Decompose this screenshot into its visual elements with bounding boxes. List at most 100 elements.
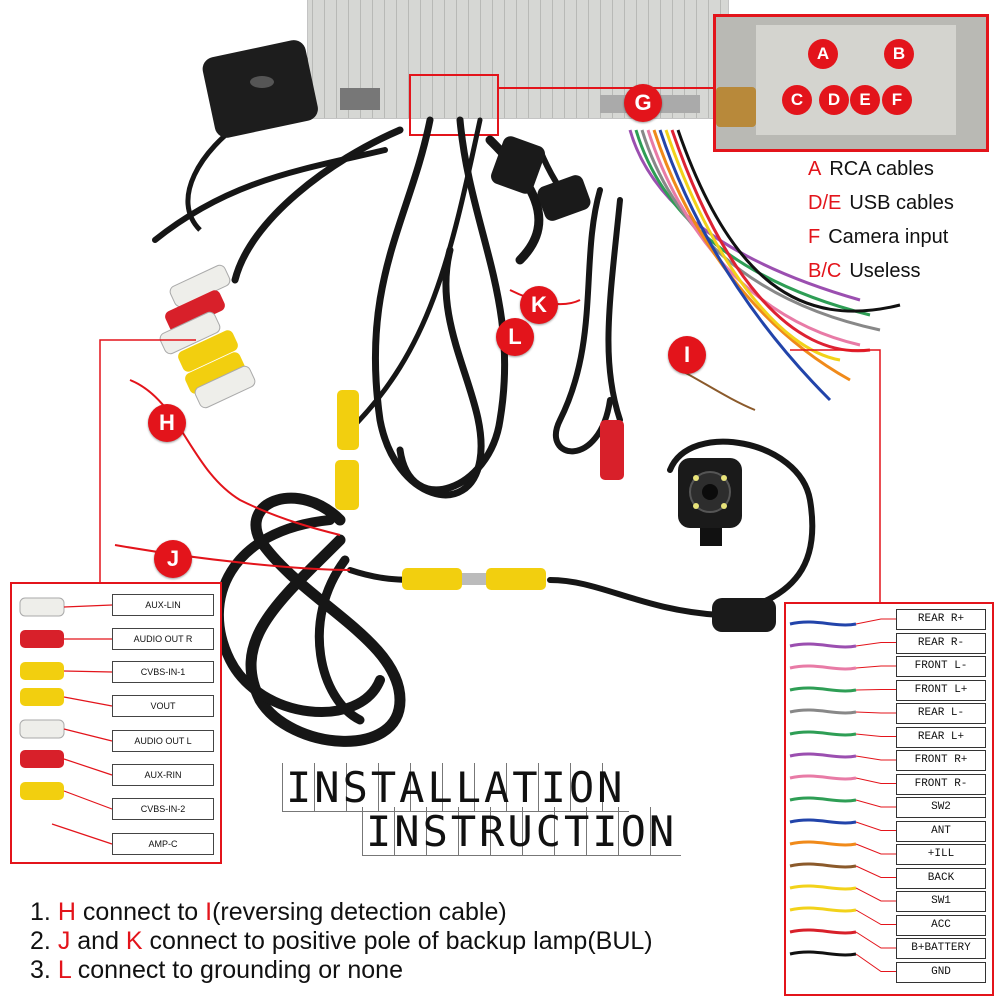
step-code: I xyxy=(205,898,213,926)
wire-leader xyxy=(855,909,896,925)
step-number: 3. xyxy=(30,956,51,984)
wire-leader xyxy=(855,821,896,831)
legend-row: A RCA cables xyxy=(808,158,998,192)
connector-block xyxy=(756,25,956,135)
wire-lead xyxy=(789,928,857,935)
wire-leader xyxy=(855,865,896,878)
wire-leader xyxy=(855,887,896,902)
wire-leader xyxy=(855,953,896,972)
detection-cable xyxy=(679,369,756,411)
wire-lead xyxy=(789,950,857,957)
wire-label: B+BATTERY xyxy=(896,938,986,959)
title-line-1: INSTALLATION xyxy=(282,763,629,812)
legend-code: A xyxy=(808,158,822,180)
leader-lines xyxy=(99,339,881,602)
wire-lead xyxy=(789,730,857,737)
legend-text: RCA cables xyxy=(829,158,934,180)
wire-lead xyxy=(789,708,857,715)
gps-socket-icon xyxy=(716,87,756,127)
wire-leader xyxy=(855,777,896,784)
speaker-wires xyxy=(628,129,901,402)
legend-text: USB cables xyxy=(849,192,954,214)
wire-lead xyxy=(789,818,857,825)
rca-panel-plugs xyxy=(19,597,113,845)
step-text: connect to grounding or none xyxy=(70,956,403,984)
head-unit xyxy=(307,0,729,119)
rca-label: AUX-RIN xyxy=(112,764,214,786)
legend-row: F Camera input xyxy=(808,226,998,260)
badge-k: K xyxy=(520,286,558,324)
legend-code: F xyxy=(808,226,821,248)
badge-h: H xyxy=(148,404,186,442)
inset-badge-c: C xyxy=(782,85,812,115)
legend-text: Camera input xyxy=(828,226,949,248)
step-number: 1. xyxy=(30,898,51,926)
wire-label: REAR L- xyxy=(896,703,986,724)
rca-label: CVBS-IN-1 xyxy=(112,661,214,683)
wire-lead xyxy=(789,774,857,781)
legend-code: D/E xyxy=(808,192,842,214)
step-item: 2. J and K connect to positive pole of b… xyxy=(30,927,790,956)
wire-lead xyxy=(789,752,857,759)
wire-label: SW2 xyxy=(896,797,986,818)
step-text: connect to xyxy=(75,898,206,926)
wire-leader xyxy=(855,711,896,714)
wire-leader xyxy=(855,733,896,737)
wire-panel-leads xyxy=(789,618,896,972)
badge-j: J xyxy=(154,540,192,578)
step-item: 1. H connect to I(reversing detection ca… xyxy=(30,898,790,927)
inset-badge-b: B xyxy=(884,39,914,69)
wire-label: FRONT L- xyxy=(896,656,986,677)
wire-lead xyxy=(789,686,857,693)
wire-lead xyxy=(789,862,857,869)
rca-label: AUX-LIN xyxy=(112,594,214,616)
wire-lead xyxy=(789,840,857,847)
step-text: (reversing detection cable) xyxy=(212,898,507,926)
wire-leader xyxy=(855,618,896,625)
step-code: J xyxy=(57,927,71,955)
badge-i: I xyxy=(668,336,706,374)
gps-antenna-icon xyxy=(185,40,318,232)
wire-label: FRONT L+ xyxy=(896,680,986,701)
inset-badge-e: E xyxy=(850,85,880,115)
connector-inset: A B C D E F xyxy=(713,14,989,152)
wire-lead xyxy=(789,664,857,671)
wire-leader xyxy=(855,931,896,949)
wire-leader xyxy=(855,665,896,669)
wire-label: BACK xyxy=(896,868,986,889)
wire-lead xyxy=(789,906,857,913)
step-code: K xyxy=(125,927,143,955)
usb-plug-icon xyxy=(491,136,591,221)
wire-label: REAR R+ xyxy=(896,609,986,630)
step-text: and xyxy=(70,927,126,955)
inset-badge-a: A xyxy=(808,39,838,69)
step-text: connect to positive pole of backup lamp(… xyxy=(142,927,653,955)
wire-lead xyxy=(789,796,857,803)
rca-label: VOUT xyxy=(112,695,214,717)
title-line-2: INSTRUCTION xyxy=(362,807,681,856)
legend-code: B/C xyxy=(808,260,842,282)
step-code: L xyxy=(57,956,71,984)
wire-label: FRONT R- xyxy=(896,774,986,795)
wire-label: ANT xyxy=(896,821,986,842)
step-code: H xyxy=(57,898,76,926)
rca-label: CVBS-IN-2 xyxy=(112,798,214,820)
badge-g: G xyxy=(624,84,662,122)
inset-badge-f: F xyxy=(882,85,912,115)
wire-label: +ILL xyxy=(896,844,986,865)
connector-highlight xyxy=(409,74,499,136)
rca-label: AUDIO OUT R xyxy=(112,628,214,650)
badge-l: L xyxy=(496,318,534,356)
wire-lead xyxy=(789,620,857,627)
step-number: 2. xyxy=(30,927,51,955)
inline-connector xyxy=(712,598,776,632)
wire-label: REAR R- xyxy=(896,633,986,654)
wire-leader xyxy=(855,755,896,761)
instruction-steps: 1. H connect to I(reversing detection ca… xyxy=(30,898,790,985)
wire-leader xyxy=(855,843,896,855)
rca-camera-plug-icon xyxy=(335,390,546,590)
wire-label: GND xyxy=(896,962,986,983)
